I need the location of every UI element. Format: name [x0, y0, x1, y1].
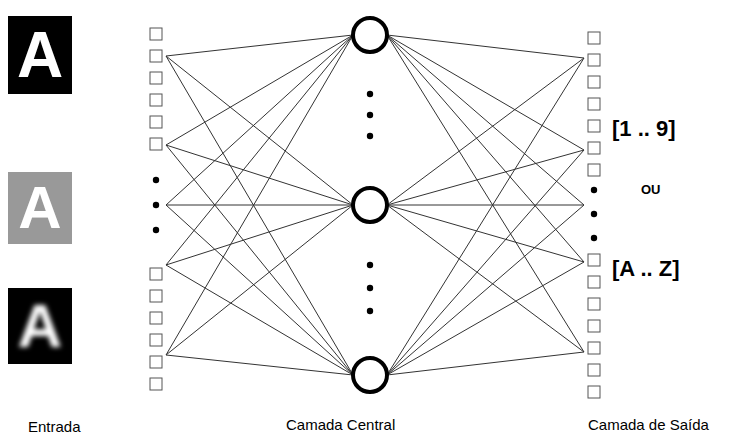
- connection-line: [166, 205, 353, 355]
- ellipsis-dot: [591, 211, 597, 217]
- input-letter: A: [8, 16, 72, 94]
- unit-square: [588, 320, 600, 332]
- hidden-neuron: [353, 188, 387, 222]
- connection-line: [387, 35, 584, 352]
- connection-line: [387, 35, 584, 262]
- connection-line: [387, 205, 584, 206]
- unit-square: [588, 298, 600, 310]
- unit-square: [150, 116, 162, 128]
- unit-square: [588, 32, 600, 44]
- separator-word: OU: [641, 182, 661, 197]
- connection-line: [387, 35, 584, 150]
- unit-square: [588, 276, 600, 288]
- connection-line: [166, 35, 353, 355]
- input-image: [8, 172, 72, 244]
- connection-line: [387, 205, 584, 352]
- input-image: [8, 16, 72, 94]
- unit-square: [150, 290, 162, 302]
- unit-square: [588, 120, 600, 132]
- unit-square: [588, 164, 600, 176]
- ellipsis-dot: [367, 112, 373, 118]
- connection-line: [166, 56, 353, 205]
- layer-caption: Entrada: [28, 418, 81, 435]
- connection-line: [166, 355, 353, 375]
- class-range: [1 .. 9]: [612, 116, 676, 142]
- unit-square: [150, 356, 162, 368]
- ellipsis-dot: [367, 262, 373, 268]
- unit-square: [588, 342, 600, 354]
- connection-line: [166, 205, 353, 265]
- hidden-neuron: [353, 18, 387, 52]
- unit-square: [588, 76, 600, 88]
- unit-square: [588, 98, 600, 110]
- connection-line: [166, 205, 353, 206]
- connection-line: [166, 265, 353, 375]
- unit-square: [150, 28, 162, 40]
- unit-square: [150, 138, 162, 150]
- unit-square: [150, 72, 162, 84]
- unit-square: [588, 364, 600, 376]
- connection-line: [387, 58, 584, 375]
- unit-square: [588, 386, 600, 398]
- connection-line: [387, 352, 584, 375]
- connection-line: [166, 35, 353, 265]
- connection-line: [166, 145, 353, 205]
- hidden-neuron: [353, 358, 387, 392]
- connection-line: [387, 205, 584, 262]
- ellipsis-dot: [367, 285, 373, 291]
- connection-line: [387, 205, 584, 375]
- ellipsis-dot: [591, 235, 597, 241]
- connection-line: [387, 150, 584, 205]
- ellipsis-dot: [153, 227, 159, 233]
- ellipsis-dot: [367, 133, 373, 139]
- connection-line: [387, 35, 584, 58]
- unit-square: [150, 50, 162, 62]
- unit-square: [150, 378, 162, 390]
- ellipsis-dot: [367, 308, 373, 314]
- connection-line: [166, 35, 353, 205]
- connection-line: [387, 58, 584, 205]
- connection-lines: [166, 35, 584, 375]
- ellipsis-dot: [153, 202, 159, 208]
- neuron-cells: [150, 18, 600, 398]
- connection-line: [166, 35, 353, 145]
- unit-square: [150, 94, 162, 106]
- unit-square: [150, 268, 162, 280]
- ellipsis-dot: [153, 177, 159, 183]
- input-letter: A: [8, 288, 72, 364]
- connection-line: [166, 35, 353, 56]
- layer-caption: Camada Central: [286, 416, 395, 433]
- unit-square: [150, 334, 162, 346]
- ellipsis-dot: [591, 187, 597, 193]
- ellipsis-dot: [367, 91, 373, 97]
- connection-line: [387, 150, 584, 375]
- layer-caption: Camada de Saída: [588, 416, 709, 433]
- class-range: [A .. Z]: [612, 256, 680, 282]
- unit-square: [588, 54, 600, 66]
- input-letter: A: [8, 172, 72, 244]
- unit-square: [588, 142, 600, 154]
- unit-square: [150, 312, 162, 324]
- input-image: [8, 288, 72, 364]
- connection-line: [166, 56, 353, 375]
- connection-line: [387, 35, 584, 205]
- unit-square: [588, 254, 600, 266]
